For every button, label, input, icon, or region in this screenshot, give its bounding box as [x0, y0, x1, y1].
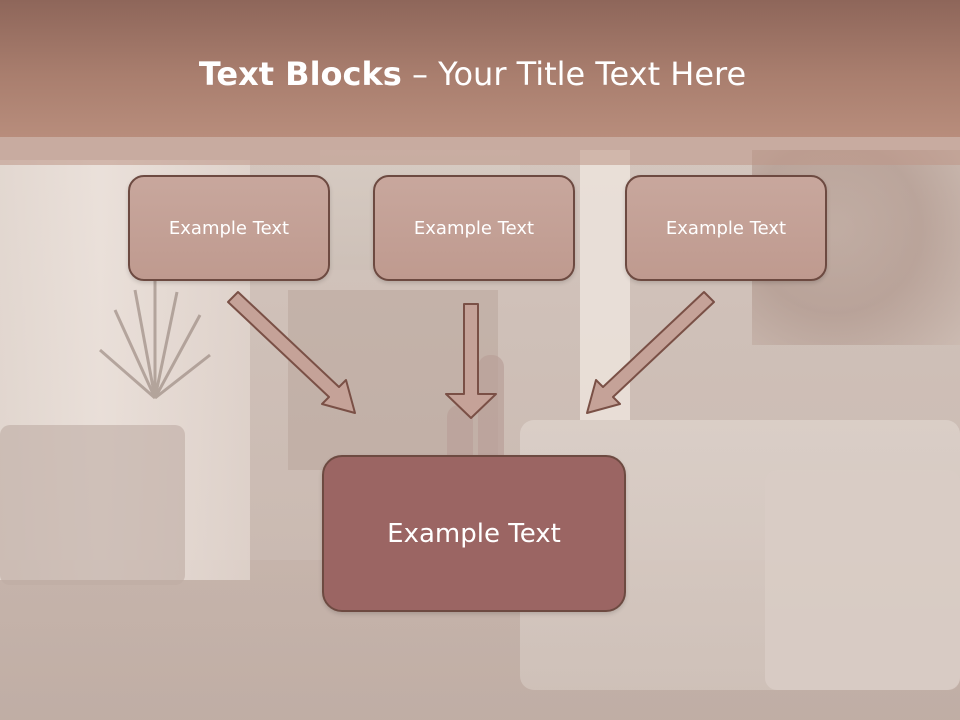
arrow-right	[586, 291, 715, 414]
title-band	[0, 137, 960, 165]
text-block-2[interactable]: Example Text	[373, 175, 575, 281]
title-bold: Text Blocks	[198, 55, 402, 93]
plant-icon	[99, 280, 211, 400]
slide-title: Text Blocks – Your Title Text Here	[0, 54, 945, 94]
arrow-center	[445, 303, 497, 419]
title-separator: –	[401, 55, 439, 93]
text-block-1[interactable]: Example Text	[128, 175, 330, 281]
title-rest: Your Title Text Here	[438, 55, 747, 93]
title-bar	[0, 0, 960, 137]
armchair	[0, 425, 185, 585]
text-block-3[interactable]: Example Text	[625, 175, 827, 281]
center-text-block[interactable]: Example Text	[322, 455, 626, 612]
sofa-arm	[765, 470, 960, 690]
arrow-left	[227, 291, 356, 414]
